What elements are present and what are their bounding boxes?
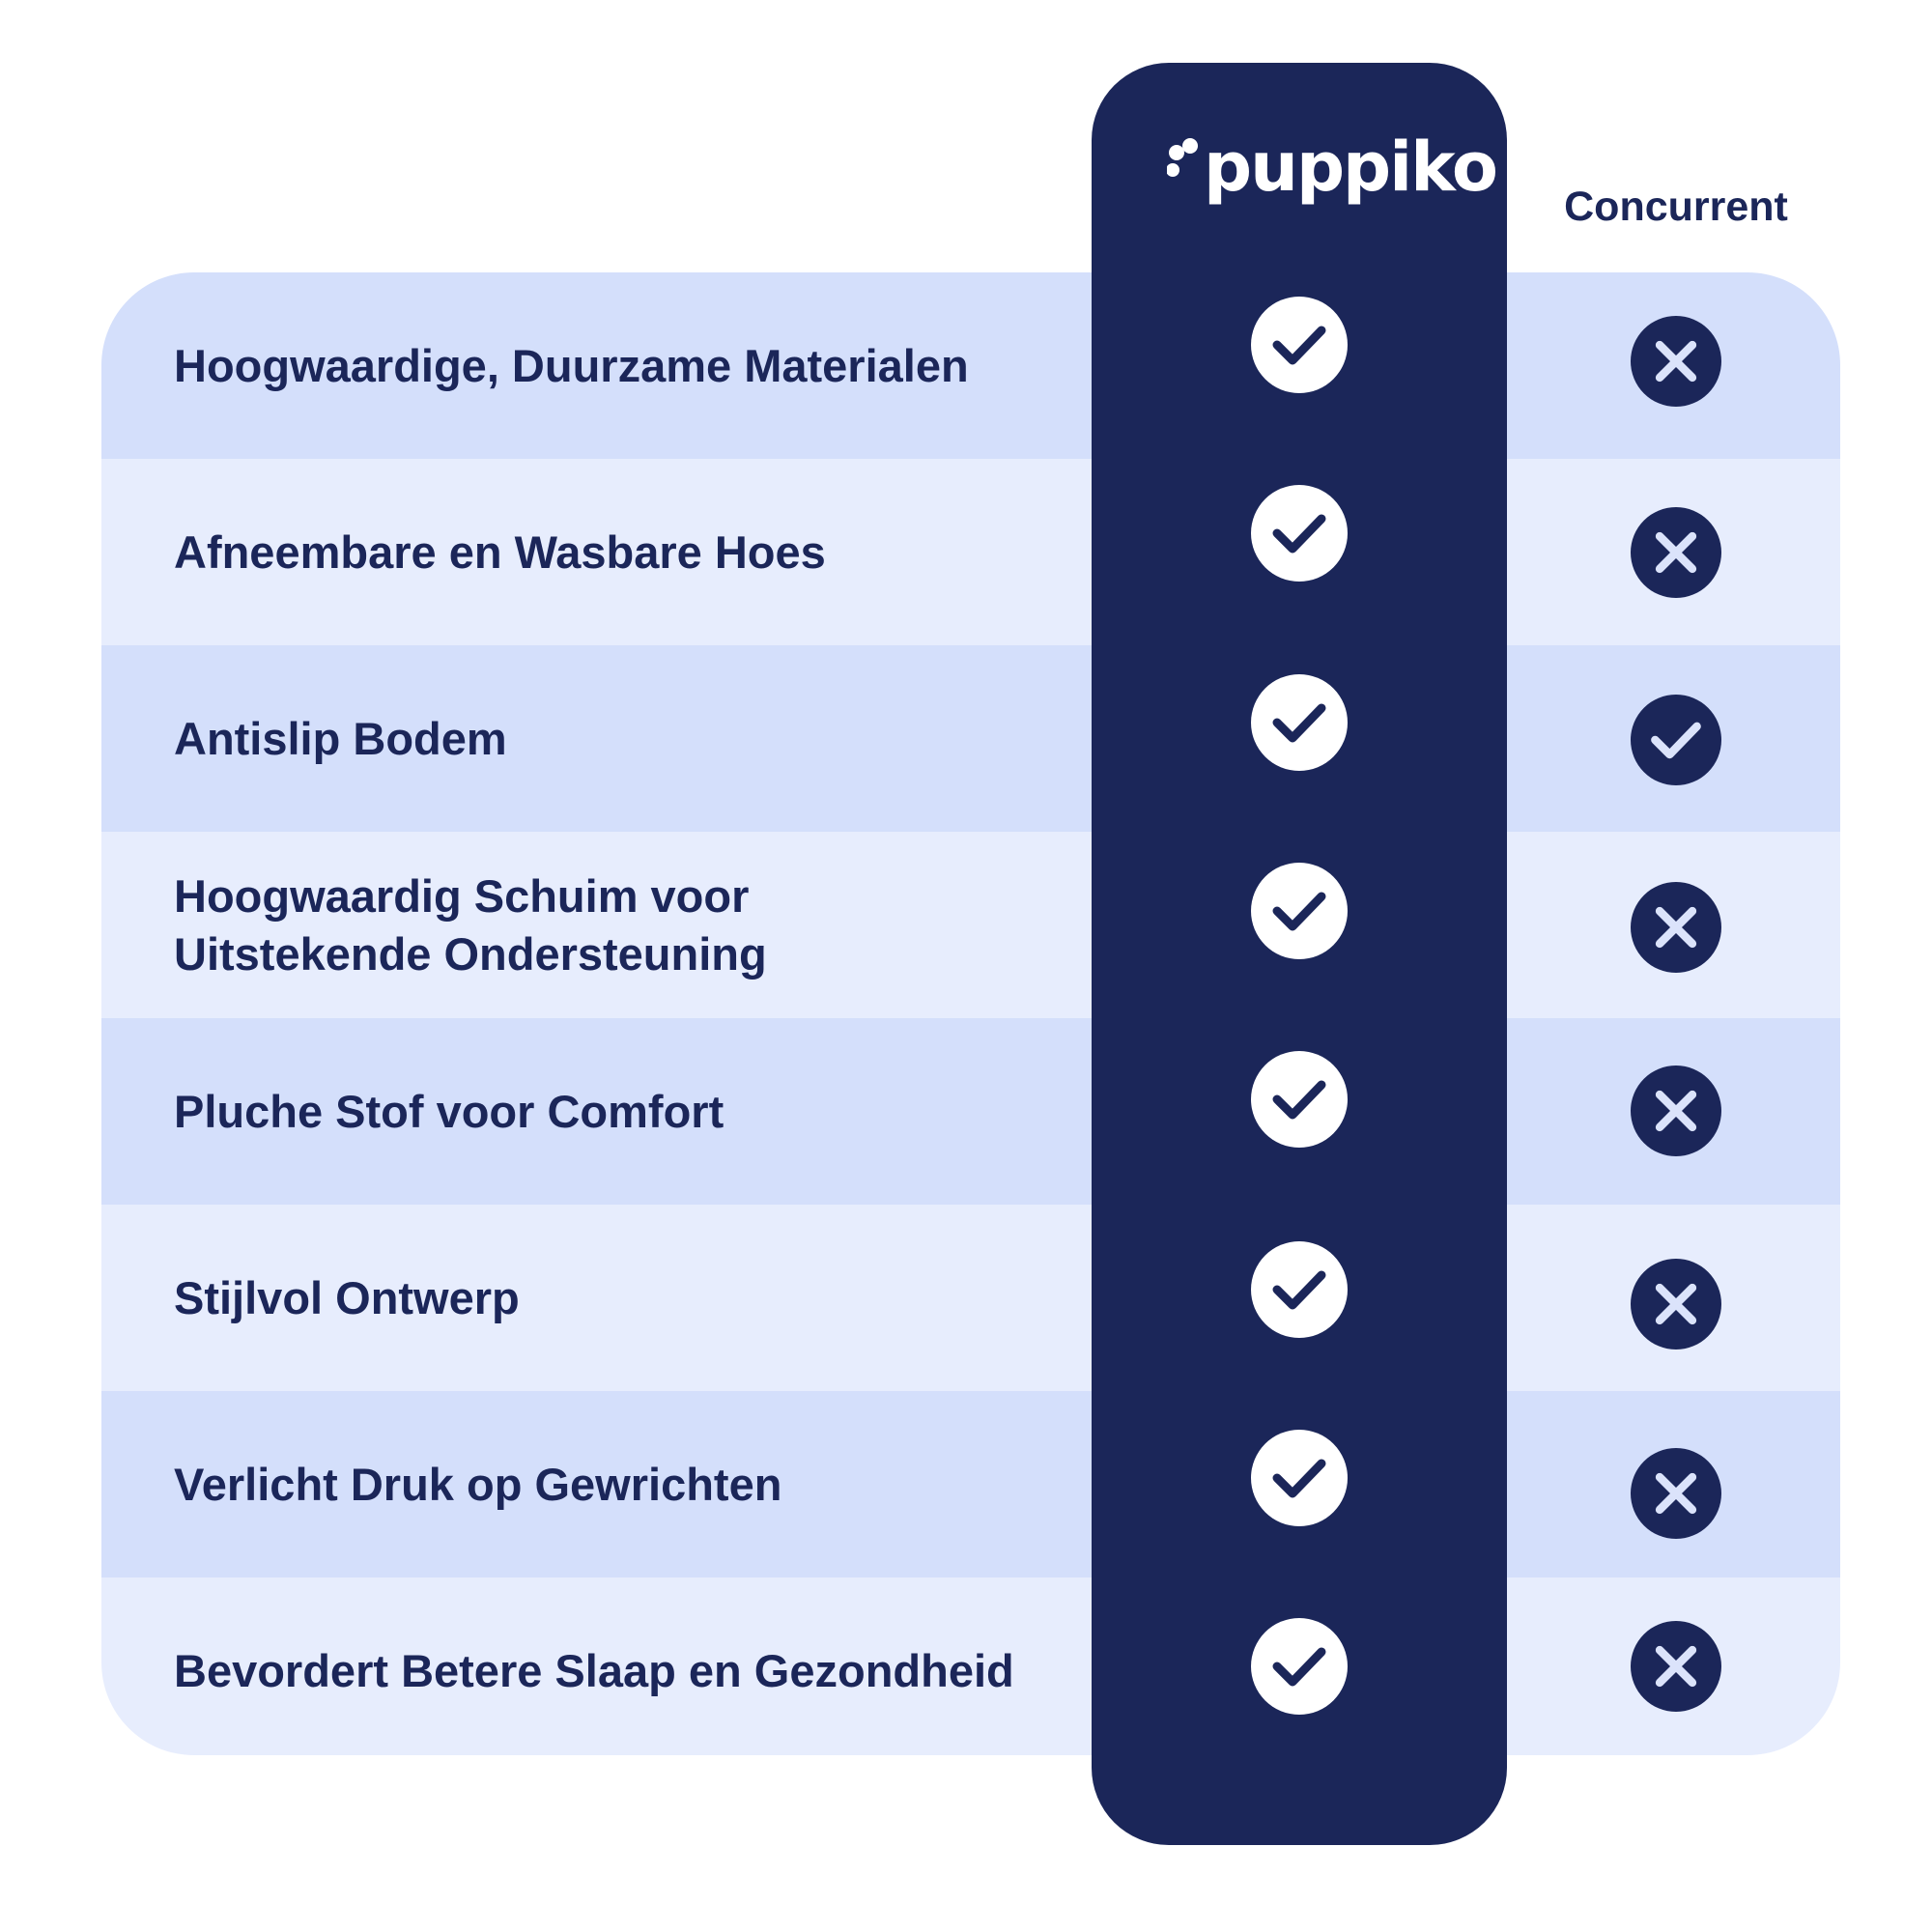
cross-icon: [1631, 507, 1721, 598]
table-row: Verlicht Druk op Gewrichten: [101, 1391, 1840, 1577]
cross-icon: [1631, 1621, 1721, 1712]
cross-icon: [1631, 882, 1721, 973]
table-row: Afneembare en Wasbare Hoes: [101, 459, 1840, 645]
feature-label: Stijlvol Ontwerp: [174, 1271, 520, 1323]
check-icon: [1251, 1430, 1348, 1526]
feature-label: Afneembare en Wasbare Hoes: [174, 526, 826, 578]
check-icon: [1251, 1241, 1348, 1338]
check-icon: [1251, 863, 1348, 959]
brand-logo: puppiko: [1167, 128, 1498, 211]
cross-icon: [1631, 1259, 1721, 1350]
check-icon: [1251, 674, 1348, 771]
table-row: Hoogwaardige, Duurzame Materialen: [101, 272, 1840, 459]
paw-icon: [1167, 138, 1198, 177]
competitor-header: Concurrent: [1564, 184, 1788, 230]
check-icon: [1251, 1618, 1348, 1715]
table-row: Antislip Bodem: [101, 645, 1840, 832]
brand-name: puppiko: [1204, 128, 1498, 207]
feature-label: Verlicht Druk op Gewrichten: [174, 1458, 782, 1510]
feature-label: Pluche Stof voor Comfort: [174, 1085, 724, 1137]
check-icon: [1251, 485, 1348, 582]
cross-icon: [1631, 1448, 1721, 1539]
feature-label: Hoogwaardig Schuim voor Uitstekende Onde…: [174, 869, 767, 980]
feature-label: Antislip Bodem: [174, 712, 507, 764]
cross-icon: [1631, 1065, 1721, 1156]
table-row: Stijlvol Ontwerp: [101, 1205, 1840, 1391]
cross-icon: [1631, 316, 1721, 407]
check-icon: [1251, 1051, 1348, 1148]
feature-label: Hoogwaardige, Duurzame Materialen: [174, 339, 969, 391]
check-icon: [1251, 297, 1348, 393]
table-row: Hoogwaardig Schuim voor Uitstekende Onde…: [101, 832, 1840, 1018]
check-icon: [1631, 695, 1721, 785]
table-row: Bevordert Betere Slaap en Gezondheid: [101, 1577, 1840, 1755]
table-row: Pluche Stof voor Comfort: [101, 1018, 1840, 1205]
feature-label: Bevordert Betere Slaap en Gezondheid: [174, 1644, 1014, 1696]
